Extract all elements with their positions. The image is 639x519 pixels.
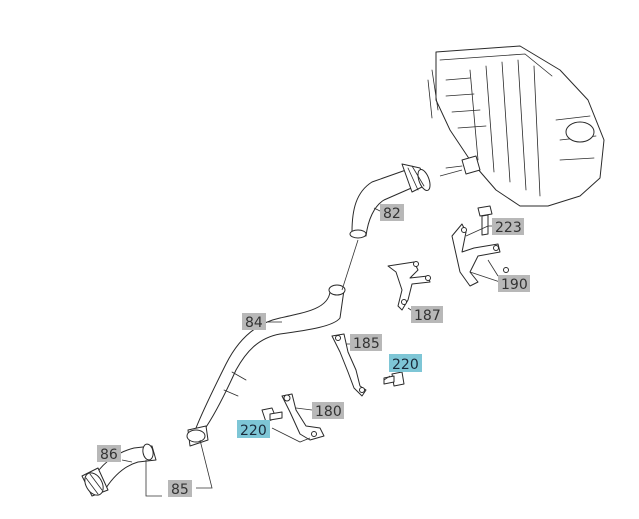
callout-187-bg bbox=[411, 306, 443, 323]
callout-220-left: 220 bbox=[237, 420, 270, 439]
callout-82-label: 82 bbox=[383, 206, 401, 222]
callout-82-bg bbox=[380, 204, 404, 221]
callout-223-bg bbox=[492, 218, 524, 235]
callout-187: 187 bbox=[411, 306, 443, 324]
callout-180-label: 180 bbox=[315, 404, 342, 420]
callout-85-label: 85 bbox=[171, 482, 189, 498]
callout-220-right-label: 220 bbox=[392, 357, 419, 373]
callout-190: 190 bbox=[498, 275, 530, 293]
bracket-185 bbox=[331, 333, 367, 397]
callout-86: 86 bbox=[97, 445, 121, 463]
callout-185: 185 bbox=[350, 334, 382, 352]
callout-190-bg bbox=[498, 275, 530, 292]
callout-85: 85 bbox=[168, 480, 192, 498]
callout-220-left-bg bbox=[237, 420, 270, 438]
callout-84-label: 84 bbox=[245, 315, 263, 331]
callout-86-label: 86 bbox=[100, 447, 118, 463]
bolt-223 bbox=[477, 205, 493, 236]
callout-82: 82 bbox=[380, 204, 404, 222]
coolant-tank bbox=[427, 45, 605, 207]
bracket-190 bbox=[451, 223, 509, 287]
callout-84: 84 bbox=[242, 313, 266, 331]
hose-82 bbox=[349, 163, 431, 239]
callout-180-bg bbox=[312, 402, 344, 419]
bolt-220-right bbox=[383, 371, 405, 387]
callout-223-label: 223 bbox=[495, 220, 522, 236]
callout-185-label: 185 bbox=[353, 336, 380, 352]
leader-lines bbox=[121, 169, 501, 497]
callout-220-right: 220 bbox=[389, 354, 422, 373]
bracket-187 bbox=[387, 261, 431, 311]
callout-223: 223 bbox=[492, 218, 524, 236]
bracket-180 bbox=[281, 393, 325, 441]
callout-190-label: 190 bbox=[501, 277, 528, 293]
callout-220-left-label: 220 bbox=[240, 423, 267, 439]
hose-86 bbox=[81, 443, 157, 497]
callout-185-bg bbox=[350, 334, 382, 351]
callout-180: 180 bbox=[312, 402, 344, 420]
bolt-220-left bbox=[261, 407, 283, 423]
callout-84-bg bbox=[242, 313, 266, 330]
callout-220-right-bg bbox=[389, 354, 422, 372]
callout-187-label: 187 bbox=[414, 308, 441, 324]
hose-85 bbox=[186, 425, 209, 447]
callout-86-bg bbox=[97, 445, 121, 462]
callout-85-bg bbox=[168, 480, 192, 497]
